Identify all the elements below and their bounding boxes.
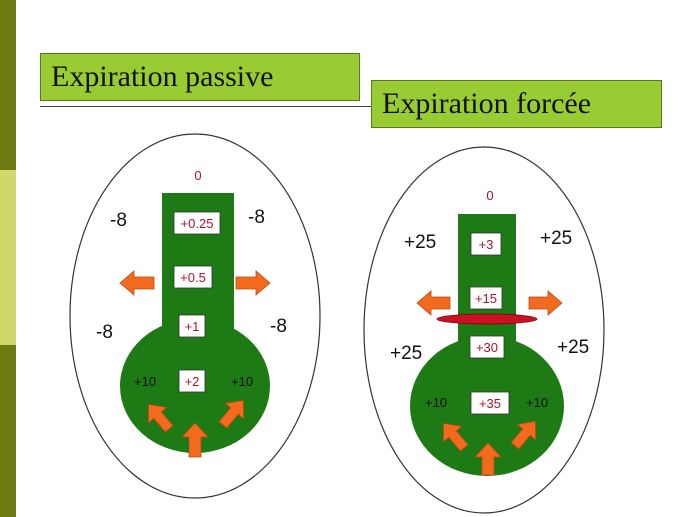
passive-pleural-mid-left: -8 xyxy=(96,322,113,343)
passive-pressure-box-2 xyxy=(173,265,213,289)
forced-bottom-left-arrow xyxy=(442,422,469,452)
forced-pressure-box-1 xyxy=(470,232,502,256)
passive-title-rule xyxy=(40,106,375,107)
passive-left-arrow xyxy=(119,270,155,296)
passive-right-arrow xyxy=(235,270,271,296)
forced-diagram: 0 +3 +15 +30 +35 +25 +25 +25 +25 +10 +10 xyxy=(363,146,605,514)
forced-right-arrow xyxy=(528,290,563,316)
forced-pleural-mid-right: +25 xyxy=(557,337,589,358)
passive-bottom-left-arrow xyxy=(147,403,174,433)
forced-bottom-center-arrow xyxy=(474,442,502,476)
sidebar-dark-segment xyxy=(0,0,16,170)
passive-pleural-top-right: -8 xyxy=(248,207,265,228)
passive-alveolar-right: +10 xyxy=(231,374,253,389)
forced-pleural-mid-left: +25 xyxy=(390,343,422,364)
passive-bottom-right-arrow xyxy=(218,399,245,429)
passive-pleural-top-left: -8 xyxy=(110,210,127,231)
forced-airway-constriction xyxy=(436,313,538,325)
forced-pressure-box-2 xyxy=(469,286,503,310)
sidebar-light-segment xyxy=(0,170,16,345)
forced-mouth-zero: 0 xyxy=(486,188,493,203)
forced-alveolar-left: +10 xyxy=(425,395,447,410)
sidebar-dark-segment-bottom xyxy=(0,345,16,517)
passive-box-2-value: +0.5 xyxy=(180,270,206,285)
passive-bottom-center-arrow xyxy=(181,422,209,458)
passive-diagram: 0 +0.25 +0.5 +1 +2 -8 -8 -8 -8 +10 +10 xyxy=(69,133,321,499)
forced-box-4-value: +35 xyxy=(479,396,501,411)
passive-pressure-box-4 xyxy=(178,369,206,393)
forced-bottom-right-arrow xyxy=(510,420,537,450)
forced-pleural-top-right: +25 xyxy=(540,228,572,249)
forced-title: Expiration forcée xyxy=(371,80,662,128)
passive-alveolar-left: +10 xyxy=(134,374,156,389)
forced-left-arrow xyxy=(416,290,451,316)
passive-title: Expiration passive xyxy=(40,53,360,101)
passive-mouth-zero: 0 xyxy=(194,168,201,183)
passive-box-4-value: +2 xyxy=(185,374,200,389)
passive-pleural-mid-right: -8 xyxy=(270,316,287,337)
forced-box-3-value: +30 xyxy=(476,340,498,355)
forced-alveolar-right: +10 xyxy=(526,395,548,410)
forced-box-2-value: +15 xyxy=(475,291,497,306)
passive-pressure-box-1 xyxy=(173,211,221,235)
forced-pleural-top-left: +25 xyxy=(404,232,436,253)
forced-pressure-box-4 xyxy=(470,391,510,415)
passive-box-3-value: +1 xyxy=(185,319,200,334)
forced-box-1-value: +3 xyxy=(479,237,494,252)
passive-box-1-value: +0.25 xyxy=(181,216,214,231)
passive-pressure-box-3 xyxy=(178,314,206,338)
forced-pressure-box-3 xyxy=(469,335,505,359)
